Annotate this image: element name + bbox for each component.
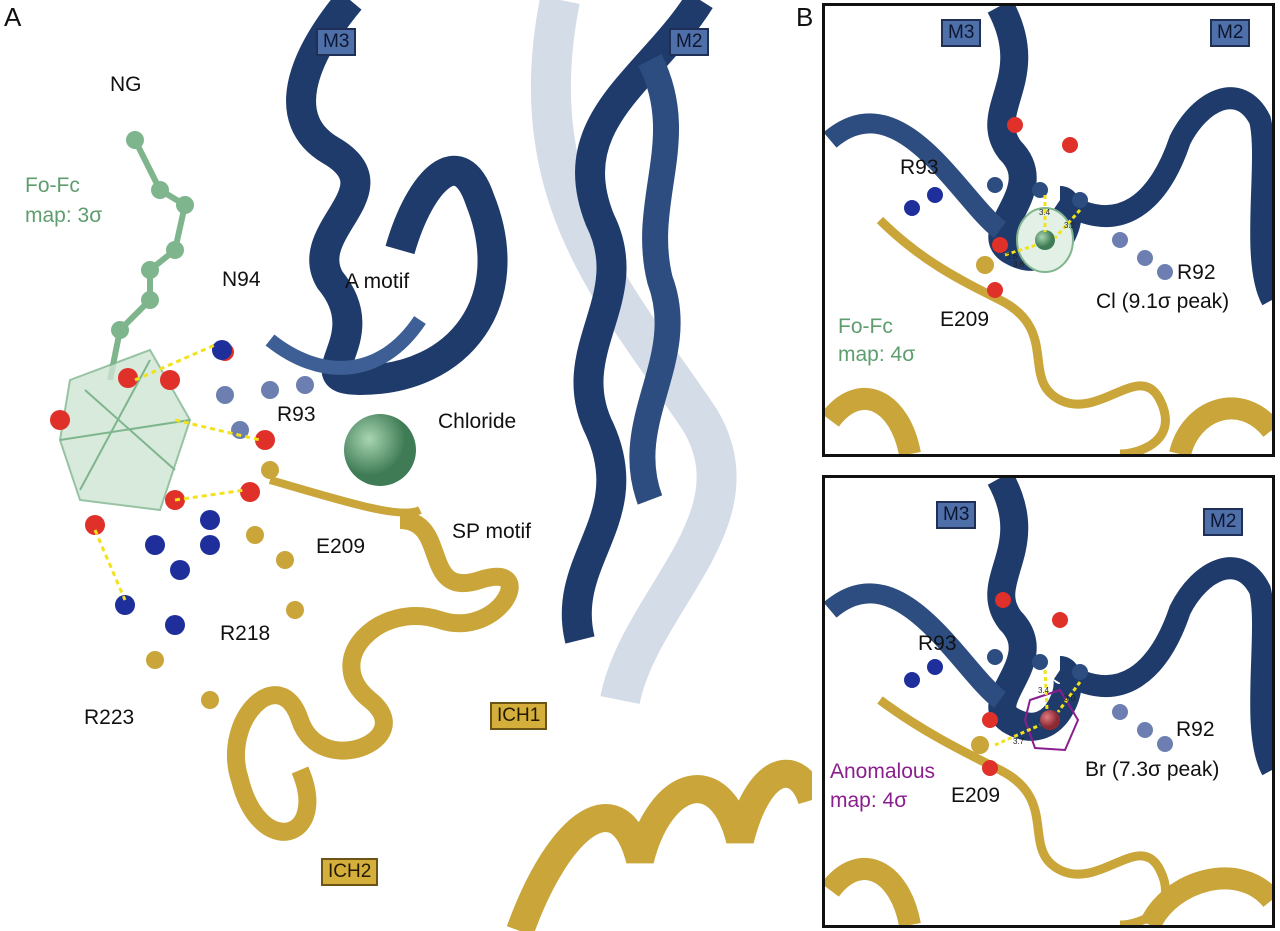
m2-label: M2 (669, 28, 710, 56)
residue-e209: E209 (316, 535, 366, 558)
panel-a-structure (50, 0, 812, 931)
panel-b-bottom-structure (825, 478, 1272, 925)
hbonds (93, 343, 261, 601)
b-bottom-residue-r92: R92 (1176, 718, 1215, 741)
map-label-line2: map: 3σ (25, 204, 103, 227)
distance-label: 3.2 (1064, 221, 1076, 230)
distance-label: 3.6 (1006, 252, 1018, 261)
panel-b-bottom-frame (822, 475, 1275, 928)
b-bottom-residue-r93: R93 (918, 632, 957, 655)
b-top-m3-label: M3 (941, 19, 982, 47)
ich1-label: ICH1 (490, 702, 548, 730)
panel-a-letter: A (4, 2, 22, 32)
distance-label: 3.4 (1039, 208, 1051, 217)
b-top-residue-r92: R92 (1177, 261, 1216, 284)
b-bottom-m3-label: M3 (936, 501, 977, 529)
b-top-map-line1: Fo-Fc (838, 315, 893, 338)
b-bottom-ion-label: Br (7.3σ peak) (1085, 758, 1220, 781)
distance-label: 3.6 (1013, 260, 1025, 269)
ich1-helix (226, 511, 519, 841)
ich2-label: ICH2 (321, 858, 379, 886)
b-top-map-line2: map: 4σ (838, 343, 916, 366)
residue-r223: R223 (84, 706, 135, 729)
b-top-m2-label: M2 (1210, 19, 1251, 47)
panel-b-top-structure (825, 6, 1272, 454)
chloride-ion (344, 414, 416, 486)
chloride-label: Chloride (438, 410, 517, 433)
b-bottom-map-line1: Anomalous (830, 760, 936, 783)
ng-ligand (107, 138, 189, 381)
m2-helix (561, 0, 713, 644)
map-label-line1: Fo-Fc (25, 174, 80, 197)
b-bottom-residue-e209: E209 (951, 784, 1001, 807)
residue-r218: R218 (220, 622, 271, 645)
bromide-ion (1040, 710, 1060, 730)
a-motif-label: A motif (345, 270, 410, 293)
distance-label: 3.7 (1013, 737, 1025, 746)
b-top-ion-label: Cl (9.1σ peak) (1096, 290, 1230, 313)
chloride-ion-b (1035, 230, 1055, 250)
b-bottom-map-line2: map: 4σ (830, 789, 908, 812)
m3-label: M3 (316, 28, 357, 56)
residue-n94: N94 (222, 268, 261, 291)
ich2-helix (506, 759, 812, 931)
sp-motif-label: SP motif (452, 520, 531, 543)
distance-label: 3.0 (1064, 694, 1076, 703)
panel-b-letter: B (796, 2, 814, 32)
residue-r93: R93 (277, 403, 316, 426)
panel-b-top-frame (822, 3, 1275, 457)
distance-label: 3.4 (1038, 686, 1050, 695)
m3-helix (286, 0, 508, 396)
b-top-residue-r93: R93 (900, 156, 939, 179)
b-bottom-m2-label: M2 (1203, 508, 1244, 536)
ligand-label: NG (110, 73, 142, 96)
b-top-residue-e209: E209 (940, 308, 990, 331)
